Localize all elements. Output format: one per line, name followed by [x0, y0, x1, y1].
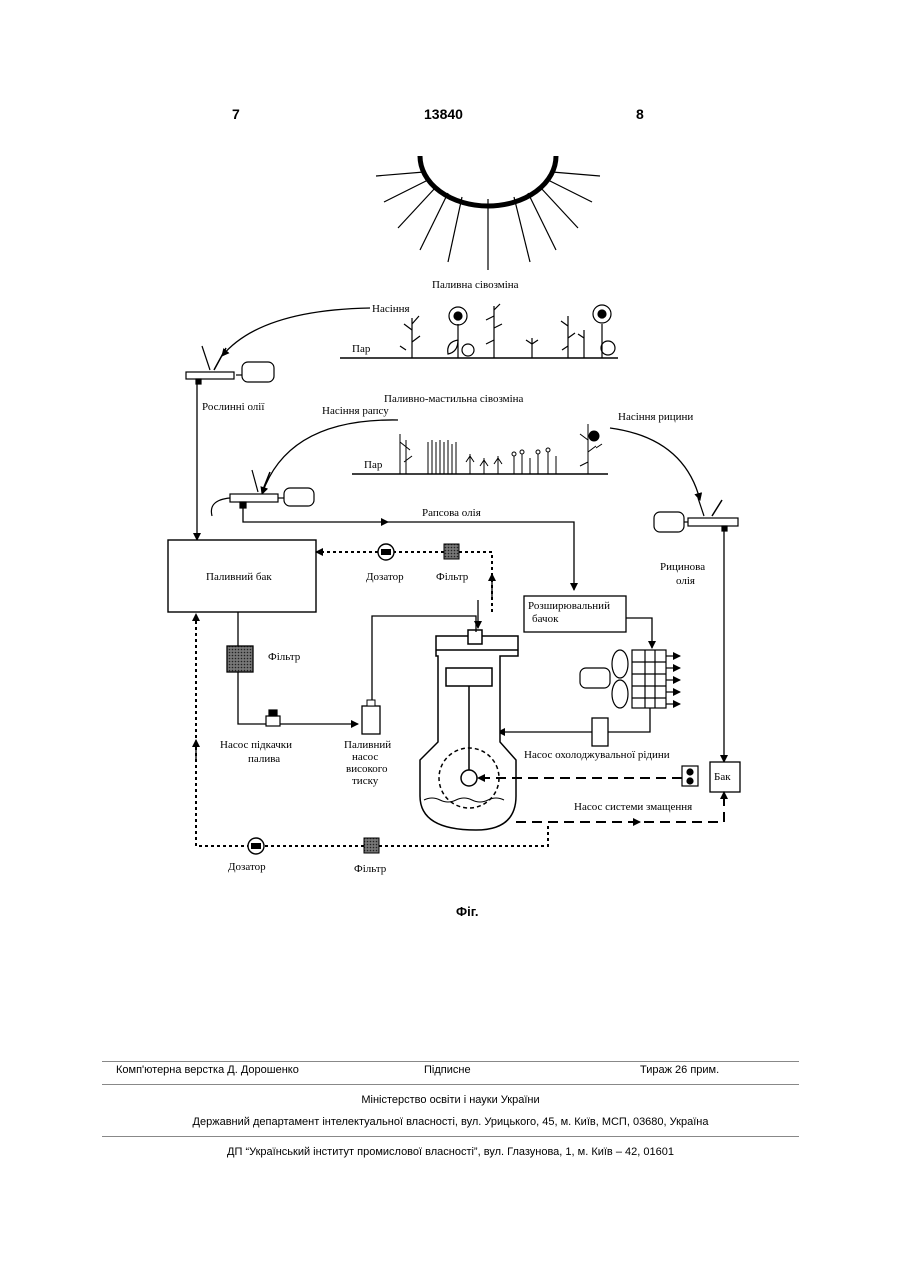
- coolant-pump: [592, 718, 608, 746]
- filter-label-2: Фільтр: [354, 863, 387, 875]
- fuel-filter-label: Фільтр: [268, 651, 301, 663]
- fallow-label-2: Пар: [364, 459, 383, 471]
- plant-icon: [400, 304, 584, 358]
- rapeseed-oil-label: Рапсова олія: [422, 507, 481, 519]
- dosing-unit-label-2: Дозатор: [228, 861, 266, 873]
- lube-pump-label: Насос системи змащення: [574, 801, 692, 813]
- filter-label: Фільтр: [436, 571, 469, 583]
- hp-pump-label-2: насос: [352, 751, 378, 763]
- fuel-lube-rotation-label: Паливно-мастильна сівозміна: [384, 393, 524, 405]
- fan-icon: [580, 650, 628, 708]
- fallow-label: Пар: [352, 343, 371, 355]
- dosing-unit-icon: [378, 544, 394, 560]
- footer-rule-1: [102, 1061, 799, 1062]
- hp-fuel-pump: [362, 706, 380, 734]
- hp-pump-label-3: високого: [346, 763, 388, 775]
- expansion-tank-label-2: бачок: [532, 613, 559, 625]
- airflow-arrows: [666, 656, 680, 704]
- sunflower-icon: [448, 307, 474, 358]
- coolant-line: [498, 708, 650, 732]
- filter-icon-2: [364, 838, 379, 853]
- radiator-icon: [632, 650, 666, 708]
- fuel-tank-label: Паливний бак: [206, 571, 272, 583]
- ministry-line: Міністерство освіти і науки України: [102, 1094, 799, 1106]
- oil-press-icon: [186, 346, 274, 384]
- institute-line: ДП “Український інститут промислової вла…: [102, 1146, 799, 1158]
- fuel-system-diagram: Паливна сівозміна Насіння Пар: [0, 0, 901, 940]
- sunflower-icon: [593, 305, 615, 358]
- feed-pump-label-1: Насос підкачки: [220, 739, 292, 751]
- rapeseed-arrow: [262, 420, 398, 494]
- rapeseed-plant-icon: [400, 424, 602, 474]
- hp-pump-label-4: тиску: [352, 775, 379, 787]
- filter-icon: [444, 544, 459, 559]
- feed-line: [238, 672, 358, 724]
- signed-label: Підписне: [424, 1064, 471, 1076]
- fuel-rotation-label: Паливна сівозміна: [432, 279, 519, 291]
- dosing-unit-icon-2: [248, 838, 264, 854]
- seeds-label: Насіння: [372, 303, 410, 315]
- vegetable-oils-label: Рослинні олії: [202, 401, 265, 413]
- castor-oil-label-2: олія: [676, 575, 695, 587]
- oil-press-icon: [654, 498, 738, 532]
- expansion-tank-label-1: Розширювальний: [528, 600, 610, 612]
- footer-rule-2: [102, 1084, 799, 1085]
- castor-seed-label: Насіння рицини: [618, 411, 693, 423]
- fuel-filter-icon: [227, 646, 253, 672]
- layout-credit: Комп'ютерна верстка Д. Дорошенко: [116, 1064, 299, 1076]
- department-line: Державний департамент інтелектуальної вл…: [102, 1116, 799, 1128]
- rapeseed-label: Насіння рапсу: [322, 405, 389, 417]
- castor-seed-arrow: [610, 428, 700, 500]
- castor-oil-label-1: Рицинова: [660, 561, 705, 573]
- engine-icon: [420, 630, 518, 830]
- print-run: Тираж 26 прим.: [640, 1064, 719, 1076]
- seeds-arrow: [222, 308, 370, 356]
- feed-pump-label-2: палива: [248, 753, 280, 765]
- hp-pump-label-1: Паливний: [344, 739, 391, 751]
- lube-pump-icon: [682, 766, 698, 786]
- figure-caption: Фіг.: [456, 904, 478, 919]
- coolant-pump-label: Насос охолоджувальної рідини: [524, 749, 670, 761]
- sun-icon: [376, 156, 600, 270]
- feed-pump-icon: [266, 710, 280, 726]
- footer-rule-3: [102, 1136, 799, 1137]
- lube-tank-label: Бак: [714, 771, 731, 783]
- dosing-unit-label: Дозатор: [366, 571, 404, 583]
